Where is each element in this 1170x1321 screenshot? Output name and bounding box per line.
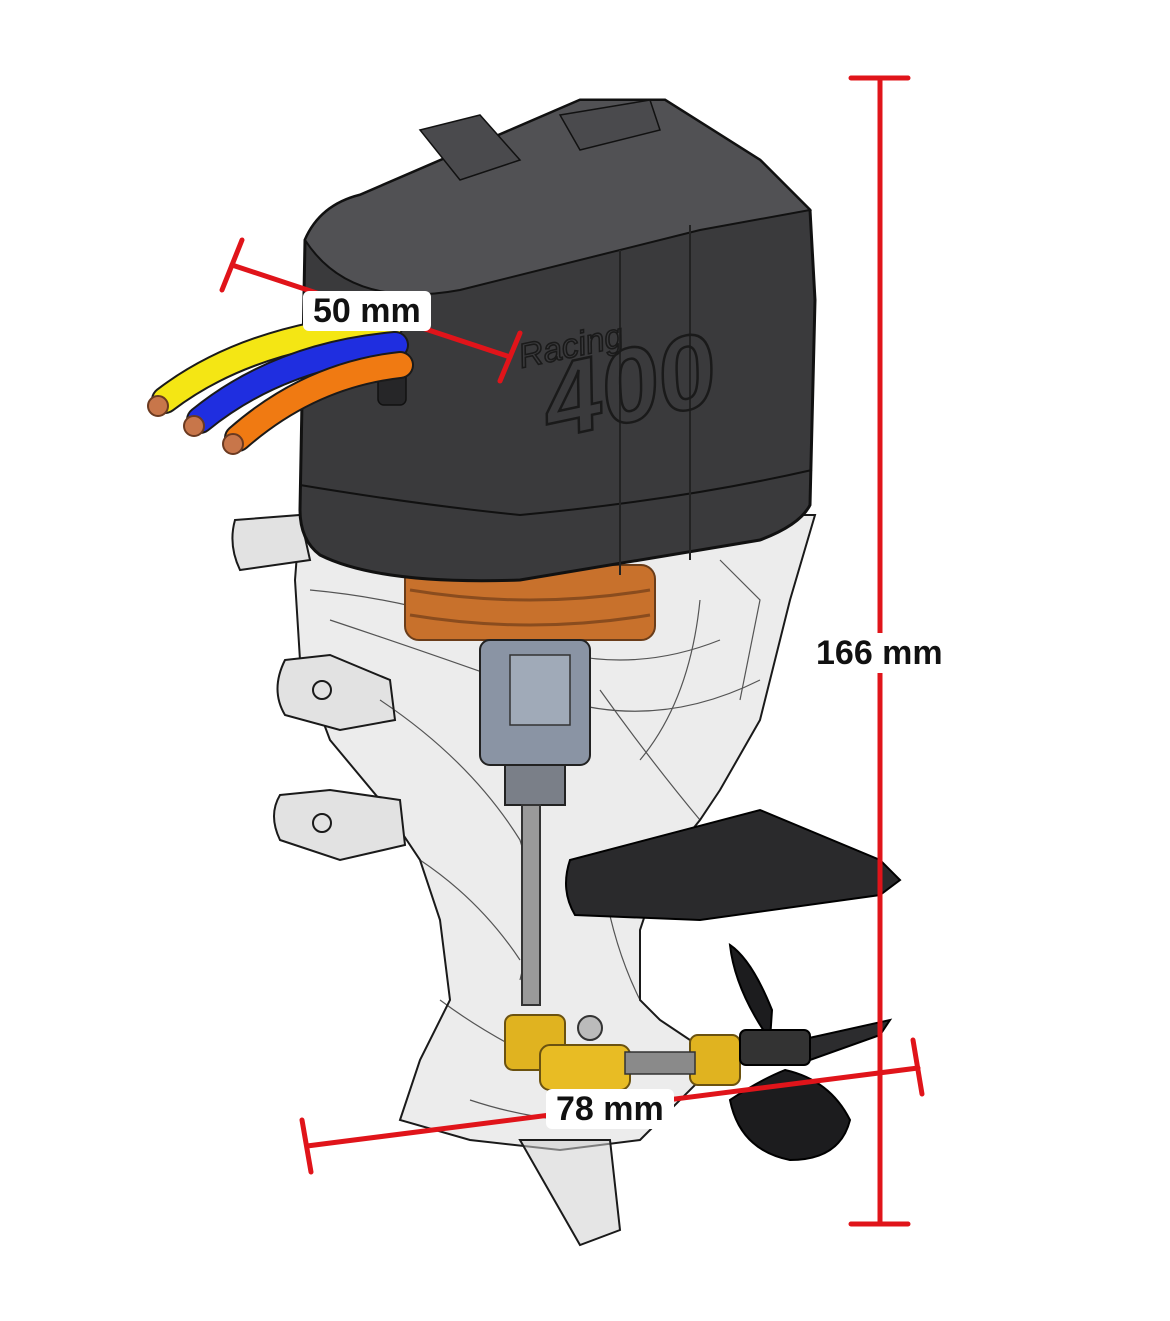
motor-winding — [404, 564, 656, 641]
motor-can — [479, 639, 591, 806]
cowling-brand: Racing 400 — [514, 310, 727, 462]
drive-shaft — [521, 804, 541, 1006]
dimension-depth-label: 78 mm — [546, 1089, 674, 1129]
clamp-bracket — [231, 513, 407, 862]
wire-copper-ends — [147, 395, 244, 455]
propeller-icon — [728, 942, 893, 1162]
cavitation-plate — [565, 808, 902, 922]
dimension-width-label: 50 mm — [303, 291, 431, 331]
dimension-height-label: 166 mm — [806, 633, 953, 673]
